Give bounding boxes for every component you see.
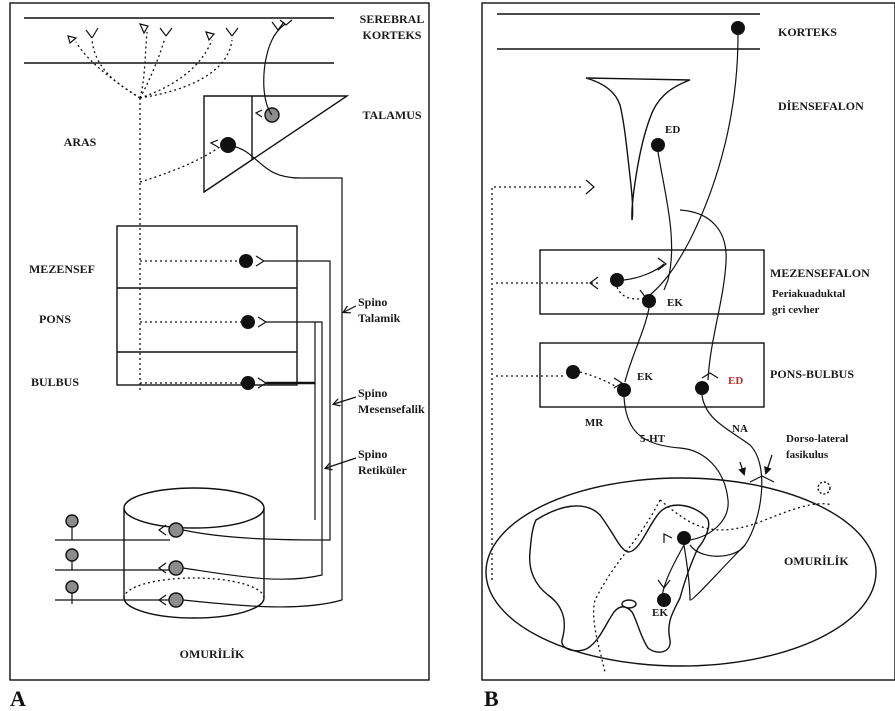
ek-cord-label: EK xyxy=(652,607,668,619)
mr-label: MR xyxy=(585,417,604,429)
raphe-descending-axon xyxy=(624,397,728,540)
spinal-cord-cylinder xyxy=(124,488,264,618)
pons-bulbus-label: PONS-BULBUS xyxy=(770,367,854,381)
spinal-cord-label-b: OMURİLİK xyxy=(784,554,849,568)
aras-label: ARAS xyxy=(64,135,97,149)
ed-top-label: ED xyxy=(665,124,680,136)
central-canal xyxy=(622,600,636,608)
spinal-cord-section xyxy=(486,478,876,666)
bulbus-label: BULBUS xyxy=(31,375,79,389)
mesencephalon-b-label: MEZENSEFALON xyxy=(770,266,870,280)
spino-talamik-arrow xyxy=(344,306,356,312)
ed-descending-axon xyxy=(658,152,672,290)
mr-neuron xyxy=(566,365,580,379)
ed-neuron-top xyxy=(651,138,665,152)
na-descending-axon xyxy=(690,395,762,556)
spino-retikuler-label-1: Spino xyxy=(358,447,387,461)
thalamus-label: TALAMUS xyxy=(362,108,421,122)
thalamus xyxy=(204,20,347,600)
brainstem-box xyxy=(117,226,297,385)
afferent-neurons xyxy=(55,480,342,607)
spinal-cord-label-a: OMURİLİK xyxy=(180,647,245,661)
ek-pons-label: EK xyxy=(637,371,653,383)
diencephalon-shape xyxy=(586,78,690,220)
cortex-b-label: KORTEKS xyxy=(778,25,837,39)
panel-b: KORTEKS DİENSEFALON ED MEZENSEFALON Peri… xyxy=(482,3,895,680)
dien-terminal xyxy=(586,180,594,194)
dlf-label-2: fasikulus xyxy=(786,449,829,461)
pons-label: PONS xyxy=(39,312,71,326)
ek-mid-label: EK xyxy=(667,297,683,309)
panel-b-letter: B xyxy=(484,686,499,711)
dlf-label-1: Dorso-lateral xyxy=(786,433,848,445)
spino-mesensefalik-arrow xyxy=(334,397,356,404)
corticofugal-axon xyxy=(650,35,738,295)
cortex-label-2: KORTEKS xyxy=(363,28,422,42)
na-label: NA xyxy=(732,423,748,435)
panel-a-frame xyxy=(10,3,429,680)
dlf-arrow-right xyxy=(766,455,772,473)
ek-cord-neuron xyxy=(657,593,671,607)
reticular-neurons xyxy=(140,254,266,390)
spino-retikuler-label-2: Retiküler xyxy=(358,463,407,477)
gray-matter xyxy=(530,505,709,652)
pag-label-2: gri cevher xyxy=(772,304,819,316)
spino-talamik-label-2: Talamik xyxy=(358,311,401,325)
ascending-dotted-pathway xyxy=(492,187,584,580)
cortex-label-1: SEREBRAL xyxy=(360,12,425,26)
ed-pons-label: ED xyxy=(728,375,743,387)
pag-neuron xyxy=(610,273,624,287)
ed-pons-descending xyxy=(680,210,726,380)
spino-talamik-label-1: Spino xyxy=(358,295,387,309)
panel-a: SEREBRAL KORTEKS ARAS xyxy=(10,3,429,680)
diencephalon-label: DİENSEFALON xyxy=(778,99,864,113)
spino-mesensefalik-label-1: Spino xyxy=(358,386,387,400)
cortical-terminals xyxy=(68,22,284,43)
cortex-neuron xyxy=(731,21,745,35)
afferent-dotted xyxy=(660,500,832,530)
pag-label-1: Periakuaduktal xyxy=(772,288,845,300)
dlf-arrow-left xyxy=(740,462,744,474)
mesencephalon-label: MEZENSEF xyxy=(29,262,95,276)
aras-projections xyxy=(76,32,232,390)
ed-pons-neuron xyxy=(695,381,709,395)
spino-mesensefalik-label-2: Mesensefalik xyxy=(358,402,425,416)
cord-neuron xyxy=(677,531,691,545)
panel-a-letter: A xyxy=(10,686,26,711)
afferent-ganglion xyxy=(818,482,830,494)
